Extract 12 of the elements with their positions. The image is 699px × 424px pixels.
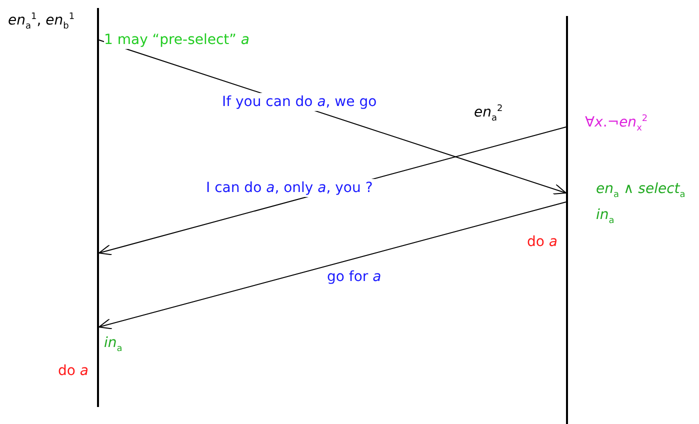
- condition-text: en$_{a}$ ∧ select$_{a}$: [596, 180, 686, 202]
- state-annotation: in$_{a}$: [596, 206, 614, 228]
- action-text: do a: [58, 362, 88, 380]
- lifeline: [97, 8, 99, 407]
- message-label: If you can do a, we go: [220, 93, 379, 111]
- action-text: do a: [527, 233, 558, 251]
- message-label: I can do a, only a, you ?: [204, 179, 375, 197]
- message-arrow: [98, 202, 566, 330]
- state-annotation: in$_{a}$: [104, 334, 122, 356]
- note-text: 1 may “pre-select” a: [104, 31, 250, 49]
- message-label: go for a: [325, 268, 384, 286]
- lifeline: [566, 16, 568, 424]
